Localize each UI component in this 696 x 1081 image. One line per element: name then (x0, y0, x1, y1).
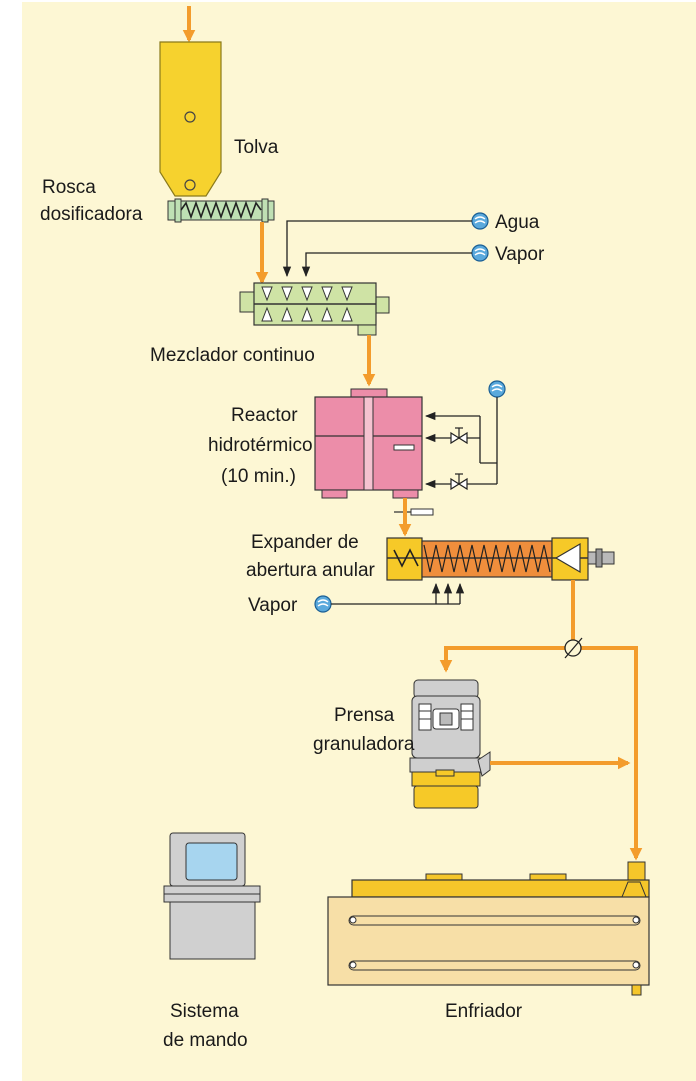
hopper (159, 6, 222, 197)
expander-label-line1: Expander de (251, 532, 359, 553)
mezclador-label: Mezclador continuo (150, 345, 315, 366)
agua-label: Agua (495, 212, 540, 233)
continuous-mixer (239, 282, 390, 336)
prensa-label-line1: Prensa (334, 705, 395, 726)
cooler (327, 861, 650, 996)
slide-gate (410, 508, 434, 516)
expander-steam-valve-icon (314, 595, 332, 613)
expander-label-line2: abertura anular (246, 560, 376, 581)
rosca-label-line1: Rosca (42, 177, 96, 198)
prensa-label-line2: granuladora (313, 734, 415, 755)
enfriador-label: Enfriador (445, 1001, 523, 1022)
pellet-press (409, 679, 491, 809)
sistema-label-line1: Sistema (170, 1001, 239, 1022)
tolva-label: Tolva (234, 137, 279, 158)
water-valve-icon (471, 212, 489, 230)
steam-line (301, 252, 472, 278)
hydrothermal-reactor (314, 388, 423, 499)
vapor-top-label: Vapor (495, 244, 545, 265)
sistema-label-line2: de mando (163, 1030, 248, 1051)
reactor-steam-valve-icon (488, 380, 506, 398)
reactor-label-line1: Reactor (231, 405, 298, 426)
expander-output-lines (439, 580, 643, 861)
expander-steam-lines (314, 582, 465, 613)
reactor-label-line3: (10 min.) (221, 466, 296, 487)
control-system-terminal (163, 832, 261, 960)
annular-gap-expander (386, 537, 615, 581)
reactor-steam-lines (424, 380, 506, 490)
rosca-label-line2: dosificadora (40, 204, 143, 225)
reactor-label-line2: hidrotérmico (208, 435, 313, 456)
water-line (282, 220, 472, 278)
screw-feeder (167, 198, 275, 223)
vapor-expander-label: Vapor (248, 595, 298, 616)
steam-valve-icon (471, 244, 489, 262)
